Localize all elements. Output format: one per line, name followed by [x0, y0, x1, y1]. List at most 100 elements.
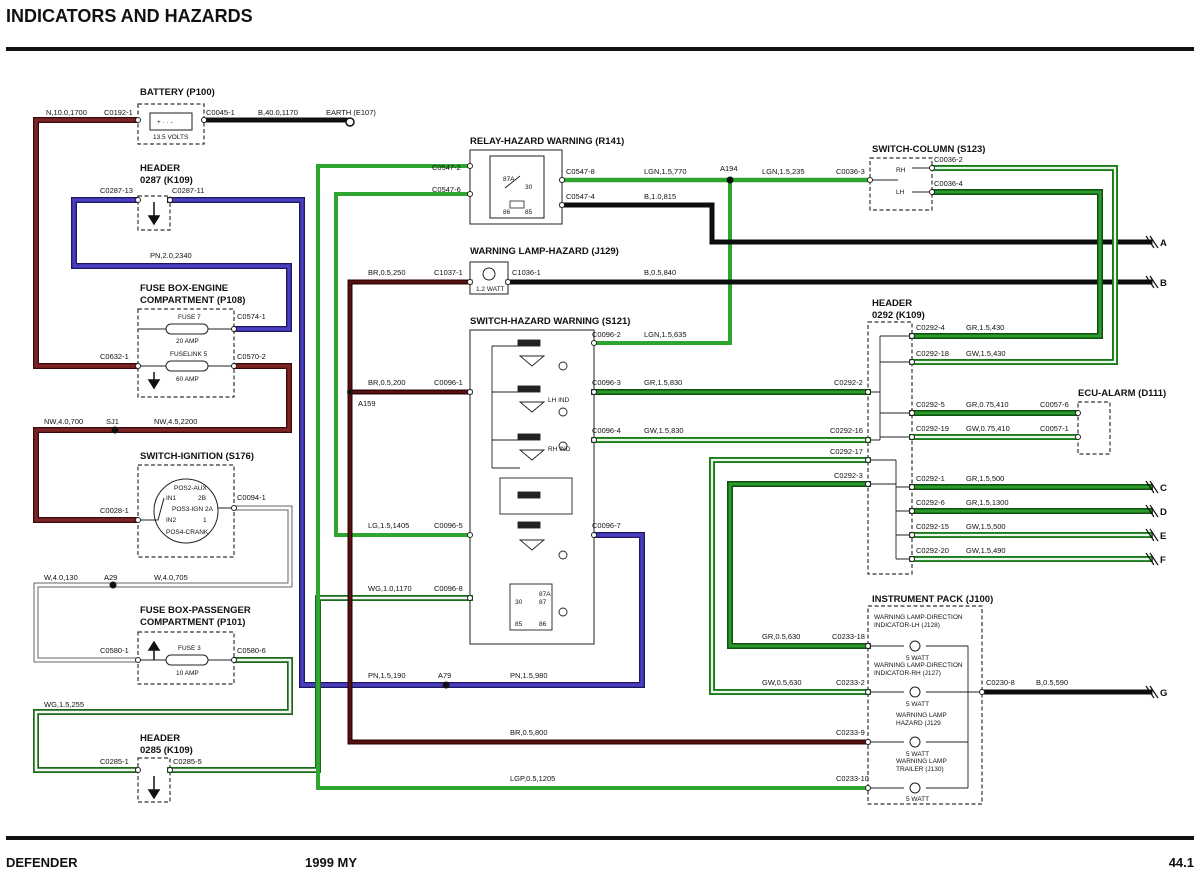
wire-lgn-1-5-635 [592, 178, 732, 345]
label-c0632-1: C0632-1 [100, 352, 129, 361]
destination-markers [1145, 235, 1159, 699]
lamp-icon [909, 640, 921, 652]
label-c0547-2: C0547-2 [432, 163, 461, 172]
label-b-40-0-1170: B,40.0,1170 [258, 108, 298, 117]
fuse-3-icon [165, 654, 209, 666]
header-0285-k109: HEADER 0285 (K109) [135, 733, 193, 803]
label-c0292-20: C0292-20 [916, 546, 949, 555]
relay-hazard-warning-r141: RELAY-HAZARD WARNING (R141) 87A 30 86 85 [467, 136, 624, 225]
label-c0292-6: C0292-6 [916, 498, 945, 507]
destination-f: F [1160, 555, 1166, 566]
label-c0285-5: C0285-5 [173, 757, 202, 766]
label-br-0-5-800: BR,0.5,800 [510, 728, 548, 737]
instrument-pack-title: INSTRUMENT PACK (J100) [872, 594, 993, 605]
header-0292-subtitle: 0292 (K109) [872, 310, 925, 321]
label-c0192-1: C0192-1 [104, 108, 133, 117]
ecu-alarm-d111: ECU-ALARM (D111) [1075, 388, 1166, 455]
fuse-box-passenger-p101: FUSE BOX-PASSENGER COMPARTMENT (P101) FU… [135, 605, 251, 685]
ignition-1: 1 [203, 517, 207, 524]
header-0287-subtitle: 0287 (K109) [140, 175, 193, 186]
hazard-lh-ind: LH IND [548, 397, 570, 404]
label-c0057-6: C0057-6 [1040, 400, 1069, 409]
wire-nw-4-5-2200 [33, 363, 292, 523]
label-b-1-0-815: B,1.0,815 [644, 192, 676, 201]
label-c0292-18: C0292-18 [916, 349, 949, 358]
footer-page-number: 44.1 [1169, 855, 1194, 870]
lamp-icon [909, 686, 921, 698]
relay-86: 86 [503, 209, 511, 216]
label-c0096-2: C0096-2 [592, 330, 621, 339]
label-c0096-3: C0096-3 [592, 378, 621, 387]
ip-lamp1-rating: 5 WATT [906, 655, 929, 662]
label-c0292-16: C0292-16 [830, 426, 863, 435]
lamp-icon [482, 267, 496, 281]
wire-pn-2-0-2340 [71, 197, 292, 332]
switch-column-title: SWITCH-COLUMN (S123) [872, 144, 985, 155]
switch-ignition-title: SWITCH-IGNITION (S176) [140, 451, 254, 462]
label-c0094-1: C0094-1 [237, 493, 266, 502]
hazard-rh-ind: RH IND [548, 446, 571, 453]
label-c0547-4: C0547-4 [566, 192, 595, 201]
label-gw-1-5-490: GW,1.5,490 [966, 546, 1006, 555]
label-br-0-5-200: BR,0.5,200 [368, 378, 406, 387]
relay-30: 30 [525, 184, 533, 191]
label-c0233-18: C0233-18 [832, 632, 865, 641]
ip-lamp2-rating: 5 WATT [906, 701, 929, 708]
label-c0287-11: C0287-11 [172, 186, 204, 195]
ip-lamp1-line2: INDICATOR-LH (J128) [874, 622, 940, 629]
label-gr-1-5-430: GR,1.5,430 [966, 323, 1004, 332]
label-lgn-1-5-635: LGN,1.5,635 [644, 330, 687, 339]
label-a79: A79 [438, 671, 451, 680]
label-pn-1-5-980: PN,1.5,980 [510, 671, 548, 680]
label-a194: A194 [720, 164, 738, 173]
label-nw-4-0-700: NW,4.0,700 [44, 417, 83, 426]
battery-rating: 13.5 VOLTS [153, 134, 189, 141]
label-br-0-5-250: BR,0.5,250 [368, 268, 406, 277]
wire-gr-1-5-430 [909, 189, 1103, 339]
label-c0057-1: C0057-1 [1040, 424, 1069, 433]
label-c0028-1: C0028-1 [100, 506, 129, 515]
fuse-box-engine-title: FUSE BOX-ENGINE [140, 283, 228, 294]
wire-gr-0-5-630 [727, 481, 871, 649]
label-n-10-0-1700: N,10.0,1700 [46, 108, 87, 117]
wire-gw-1-5-430 [909, 165, 1118, 365]
label-earth-e107: EARTH (E107) [326, 108, 376, 117]
hazard-87a: 87A [539, 591, 551, 598]
label-wg-1-0-1170: WG,1.0,1170 [368, 584, 412, 593]
relay-87a: 87A [503, 176, 515, 183]
label-c0292-2: C0292-2 [834, 378, 863, 387]
ip-lamp4-line2: TRAILER (J130) [896, 766, 944, 773]
ip-lamp2-line2: INDICATOR-RH (J127) [874, 670, 941, 677]
splice-a29 [109, 581, 117, 589]
label-gw-1-5-830: GW,1.5,830 [644, 426, 684, 435]
relay-coil-icon [509, 200, 525, 209]
label-c0096-4: C0096-4 [592, 426, 621, 435]
fuselink-5-rating: 60 AMP [176, 376, 199, 383]
wire-wg-1-5-255 [33, 657, 293, 773]
ignition-switch-dial [153, 478, 219, 544]
down-arrow-icon [147, 776, 161, 800]
down-arrow-icon [147, 372, 161, 390]
label-c0096-8: C0096-8 [434, 584, 463, 593]
ip-lamp2-line1: WARNING LAMP-DIRECTION [874, 662, 963, 669]
down-arrow-icon [147, 202, 161, 226]
splice-sj1 [111, 426, 119, 434]
wire-w-4-0-705 [33, 505, 293, 663]
fuselink-5-icon [165, 360, 209, 372]
footer-year: 1999 MY [305, 855, 357, 870]
label-gr-0-5-630: GR,0.5,630 [762, 632, 800, 641]
label-lgp-0-5-1205: LGP,0.5,1205 [510, 774, 555, 783]
label-c0285-1: C0285-1 [100, 757, 129, 766]
hazard-87: 87 [539, 599, 547, 606]
ignition-2a: 2A [205, 506, 214, 513]
label-w-4-0-130: W,4.0,130 [44, 573, 78, 582]
label-c0547-6: C0547-6 [432, 185, 461, 194]
ip-lamp4-rating: 5 WATT [906, 796, 929, 803]
label-wg-1-5-255: WG,1.5,255 [44, 700, 84, 709]
label-c0570-2: C0570-2 [237, 352, 266, 361]
footer-rule [6, 836, 1194, 840]
header-0287-k109: HEADER 0287 (K109) [135, 163, 193, 231]
wire-n-10-0-1700 [33, 117, 137, 369]
earth-terminal [345, 117, 355, 127]
